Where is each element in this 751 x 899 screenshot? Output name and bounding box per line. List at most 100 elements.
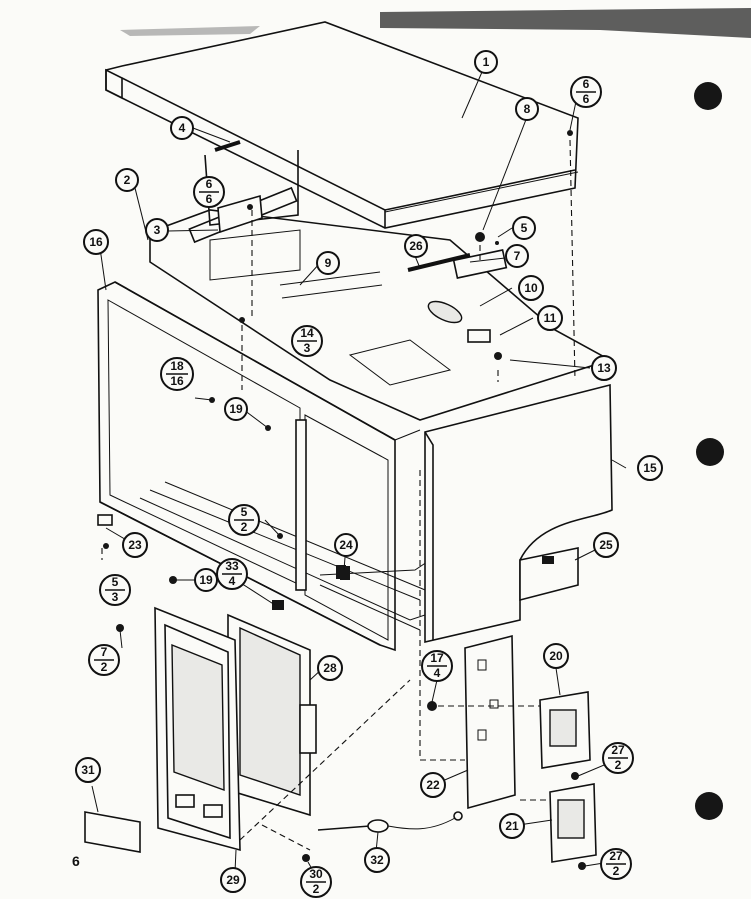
- label-strip: [214, 140, 241, 152]
- callout-part-9: 9: [316, 251, 340, 275]
- svg-text:29: 29: [226, 873, 240, 887]
- svg-text:33: 33: [225, 559, 239, 573]
- svg-text:19: 19: [199, 573, 213, 587]
- binder-hole-3: [695, 792, 723, 820]
- trim-strip: [84, 811, 141, 853]
- callout-part-6-left: 66: [193, 176, 225, 208]
- svg-text:4: 4: [229, 574, 236, 588]
- callout-part-11: 11: [537, 305, 563, 331]
- svg-text:2: 2: [313, 882, 320, 896]
- callout-part-19-upper: 19: [224, 397, 248, 421]
- callout-part-17: 174: [421, 650, 453, 682]
- binder-hole-2: [696, 438, 724, 466]
- side-panel: [424, 383, 613, 644]
- svg-text:25: 25: [599, 538, 613, 552]
- callout-part-22: 22: [420, 772, 446, 798]
- svg-text:2: 2: [241, 520, 248, 534]
- callout-part-27-upper: 272: [602, 742, 634, 774]
- svg-text:7: 7: [101, 645, 108, 659]
- callout-part-7: 7: [505, 244, 529, 268]
- control-components: [407, 232, 508, 360]
- callout-part-30: 302: [300, 866, 332, 898]
- svg-text:13: 13: [597, 361, 611, 375]
- callout-part-14: 143: [291, 325, 323, 357]
- svg-text:26: 26: [409, 239, 423, 253]
- svg-text:23: 23: [128, 538, 142, 552]
- callout-part-1: 1: [474, 50, 498, 74]
- assembly-lines: [101, 139, 576, 851]
- svg-text:27: 27: [609, 849, 623, 863]
- svg-text:16: 16: [170, 374, 184, 388]
- svg-text:28: 28: [323, 661, 337, 675]
- svg-text:2: 2: [124, 173, 131, 187]
- svg-text:31: 31: [81, 763, 95, 777]
- svg-text:3: 3: [112, 590, 119, 604]
- svg-text:17: 17: [430, 651, 444, 665]
- fasteners: [97, 130, 586, 870]
- callout-part-8: 8: [515, 97, 539, 121]
- svg-text:6: 6: [206, 192, 213, 206]
- callout-part-5-over-3: 53: [99, 574, 131, 606]
- svg-text:4: 4: [179, 121, 186, 135]
- callout-part-32: 32: [364, 847, 390, 873]
- svg-text:6: 6: [206, 177, 213, 191]
- interlock-bracket: [464, 634, 597, 863]
- callout-part-15: 15: [637, 455, 663, 481]
- callout-part-26: 26: [404, 234, 428, 258]
- svg-text:30: 30: [309, 867, 323, 881]
- svg-text:16: 16: [89, 235, 103, 249]
- callout-part-28: 28: [317, 655, 343, 681]
- svg-text:21: 21: [505, 819, 519, 833]
- scan-artifacts: [120, 8, 751, 820]
- callout-part-4: 4: [170, 116, 194, 140]
- svg-text:1: 1: [483, 55, 490, 69]
- callout-part-19-lower: 19: [194, 568, 218, 592]
- svg-text:20: 20: [549, 649, 563, 663]
- callout-part-7-over-2: 72: [88, 644, 120, 676]
- callout-part-13: 13: [591, 355, 617, 381]
- callout-part-23: 23: [122, 532, 148, 558]
- callout-part-16: 16: [83, 229, 109, 255]
- svg-text:18: 18: [170, 359, 184, 373]
- callout-part-5: 5: [512, 216, 536, 240]
- callout-part-29: 29: [220, 867, 246, 893]
- svg-text:7: 7: [514, 249, 521, 263]
- callout-part-25: 25: [593, 532, 619, 558]
- svg-text:15: 15: [643, 461, 657, 475]
- svg-text:2: 2: [101, 660, 108, 674]
- svg-text:10: 10: [524, 281, 538, 295]
- svg-text:2: 2: [613, 864, 620, 878]
- svg-text:32: 32: [370, 853, 384, 867]
- probe-wire: [317, 811, 463, 833]
- callout-part-20: 20: [543, 643, 569, 669]
- svg-text:11: 11: [544, 311, 557, 325]
- callout-group: 1 2 3 4 5 66 66 7 8 9 10 11 13 143 15 16…: [75, 50, 663, 898]
- svg-text:5: 5: [112, 575, 119, 589]
- svg-text:27: 27: [611, 743, 625, 757]
- svg-text:5: 5: [241, 505, 248, 519]
- callout-part-21: 21: [499, 813, 525, 839]
- svg-text:22: 22: [426, 778, 440, 792]
- door-assembly: [154, 606, 317, 852]
- callout-part-10: 10: [518, 275, 544, 301]
- svg-text:6: 6: [583, 77, 590, 91]
- svg-text:19: 19: [229, 402, 243, 416]
- svg-text:24: 24: [339, 538, 353, 552]
- svg-text:6: 6: [583, 92, 590, 106]
- svg-text:3: 3: [304, 341, 311, 355]
- callout-part-3: 3: [145, 218, 169, 242]
- svg-text:9: 9: [325, 256, 332, 270]
- binder-hole-1: [694, 82, 722, 110]
- top-cover: [105, 21, 579, 229]
- callout-part-6-top-right: 66: [570, 76, 602, 108]
- svg-text:8: 8: [524, 102, 531, 116]
- svg-text:2: 2: [615, 758, 622, 772]
- svg-text:14: 14: [300, 326, 314, 340]
- callout-part-2: 2: [115, 168, 139, 192]
- callout-part-33: 334: [216, 558, 248, 590]
- callout-part-31: 31: [75, 757, 101, 783]
- svg-text:5: 5: [521, 221, 528, 235]
- svg-text:4: 4: [434, 666, 441, 680]
